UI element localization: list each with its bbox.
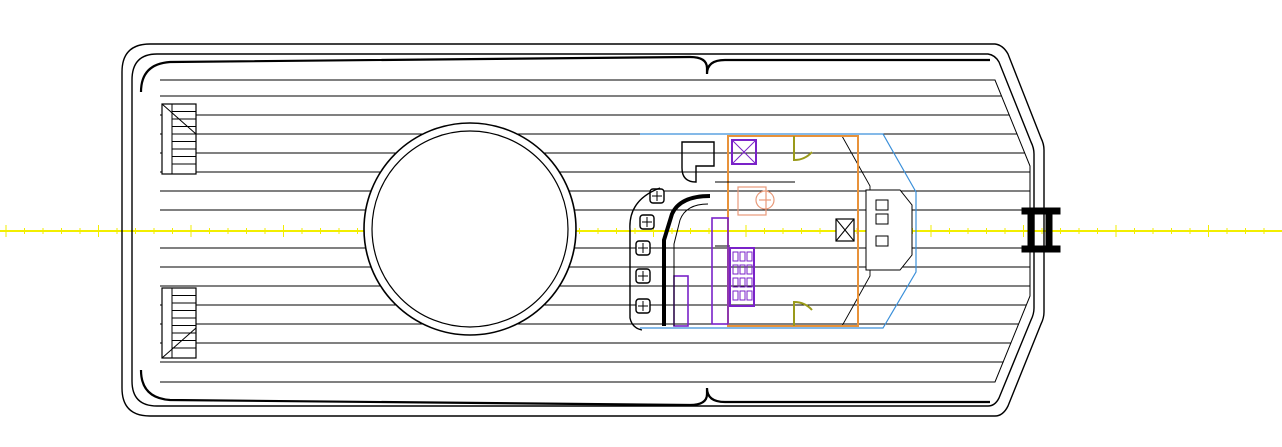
bulwark-bottom xyxy=(139,369,990,407)
stair-bottom xyxy=(161,287,197,359)
landing-pad-inner-ring xyxy=(371,130,569,328)
furniture-table xyxy=(729,247,755,307)
door-bottom xyxy=(793,300,813,326)
helm-seat xyxy=(835,218,855,242)
wheelhouse-glazing xyxy=(640,133,917,329)
table-cell xyxy=(732,290,739,301)
furniture-table-grid xyxy=(732,251,753,301)
furniture xyxy=(673,139,757,327)
bow-bitts xyxy=(1021,207,1061,253)
console-box-outline xyxy=(737,186,767,216)
table-cell xyxy=(746,264,753,275)
stair-bottom-treads xyxy=(161,288,197,359)
stair-arrow xyxy=(161,327,197,359)
helm-console xyxy=(865,189,913,271)
bitt-post-left xyxy=(1027,209,1035,251)
galley-counter-curve xyxy=(662,194,711,326)
bench-seats xyxy=(635,188,665,314)
bitt-post-right xyxy=(1045,209,1053,251)
table-cell xyxy=(732,264,739,275)
doors xyxy=(793,136,813,326)
table-cell xyxy=(746,290,753,301)
landing-pad xyxy=(363,122,577,336)
stair-top xyxy=(161,103,197,175)
stairs xyxy=(161,103,197,359)
helm-instrument-1 xyxy=(875,199,889,211)
galley-counter xyxy=(662,141,715,326)
table-cell xyxy=(732,251,739,262)
furniture-cabinet xyxy=(731,139,757,165)
stair-top-treads xyxy=(161,103,197,174)
table-cell xyxy=(739,277,746,288)
galley-counter-top xyxy=(681,141,715,183)
furniture-sink xyxy=(673,275,689,327)
table-cell xyxy=(739,290,746,301)
hull xyxy=(121,43,1045,417)
wheelhouse xyxy=(629,133,917,331)
bitt-bar-top xyxy=(1021,207,1061,215)
stair-bottom-frame xyxy=(161,287,197,359)
table-cell xyxy=(746,251,753,262)
hull-outer-outline xyxy=(121,43,1045,417)
bench-seat xyxy=(635,240,651,256)
furniture-sideboard xyxy=(711,217,729,325)
table-cell xyxy=(739,264,746,275)
table-cell xyxy=(739,251,746,262)
furniture-cabinet-diag-2 xyxy=(731,139,757,165)
table-cell xyxy=(746,277,753,288)
bulwark-top xyxy=(139,55,990,93)
galley-counter-curve-inner xyxy=(673,203,709,326)
bitt-bar-bottom xyxy=(1021,245,1061,253)
bench-arc xyxy=(629,187,661,331)
stair-top-frame xyxy=(161,103,197,175)
bench-seat xyxy=(639,214,655,230)
table-cell xyxy=(732,277,739,288)
helm-instrument-3 xyxy=(875,235,889,247)
helm-console-outline xyxy=(865,189,913,271)
console-box xyxy=(737,186,775,216)
door-top xyxy=(793,136,813,162)
helm-instrument-2 xyxy=(875,213,889,225)
helm-seat-cross-2 xyxy=(835,218,855,242)
stair-arrow xyxy=(161,103,197,135)
console-box-dial xyxy=(755,190,775,210)
bench-seat xyxy=(635,298,651,314)
hull-inner-outline xyxy=(131,53,1035,407)
deck-edge xyxy=(159,79,1031,383)
bench-seat xyxy=(635,268,651,284)
